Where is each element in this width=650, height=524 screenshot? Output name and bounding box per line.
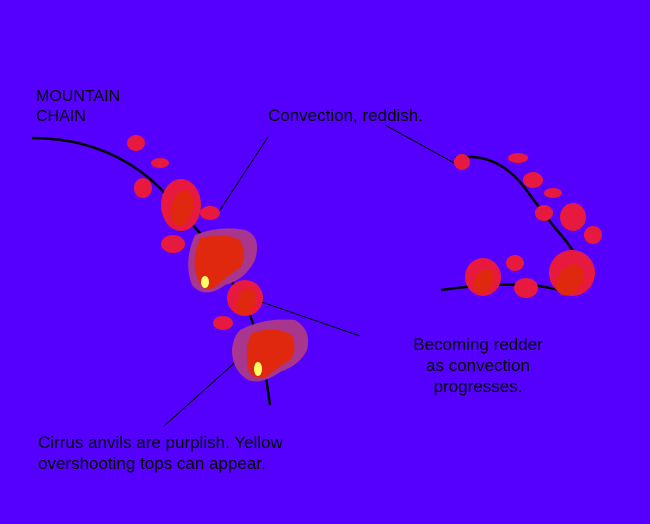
convection-cell [523,172,543,188]
convection-cell [560,203,586,231]
convection-core [236,288,256,316]
convection-cell [127,135,145,151]
pointer-cirrus [163,357,241,427]
pointer-convection-left [217,136,269,214]
label-redder-line2: as convection [426,356,530,375]
label-cirrus-line1: Cirrus anvils are purplish. Yellow [38,433,283,452]
convection-cell [151,158,169,168]
label-redder-line3: progresses. [433,377,523,396]
convection-core [556,264,584,296]
convection-cell [213,316,233,330]
overshooting-top [254,362,262,376]
label-cirrus: Cirrus anvils are purplish. Yellow overs… [38,432,283,474]
label-mountain-chain: MOUNTAIN CHAIN [36,87,120,127]
convection-cell [506,255,524,271]
label-becoming-redder: Becoming redder as convection progresses… [380,334,576,397]
label-mountain-line1: MOUNTAIN [36,88,121,105]
convection-cell [161,235,185,253]
convection-cell [454,154,470,170]
left-storms [127,135,309,382]
label-redder-line1: Becoming redder [413,335,543,354]
convection-cell [134,178,152,198]
label-convection: Convection, reddish. [268,106,423,125]
convection-cell [514,278,538,298]
convection-core [170,190,194,226]
convection-cell [584,226,602,244]
convection-core [194,235,244,289]
label-cirrus-line2: overshooting tops can appear. [38,454,266,473]
right-storms [454,153,602,298]
convection-core [246,329,295,378]
pointer-redder [249,297,361,337]
convection-cell [508,153,528,163]
convection-cell [200,206,220,220]
pointer-convection-right [384,124,457,165]
convection-core [473,268,495,294]
convection-cell [544,188,562,198]
overshooting-top [201,276,209,288]
label-mountain-line2: CHAIN [36,108,86,125]
convection-cell [535,205,553,221]
pointer-lines [163,124,457,427]
